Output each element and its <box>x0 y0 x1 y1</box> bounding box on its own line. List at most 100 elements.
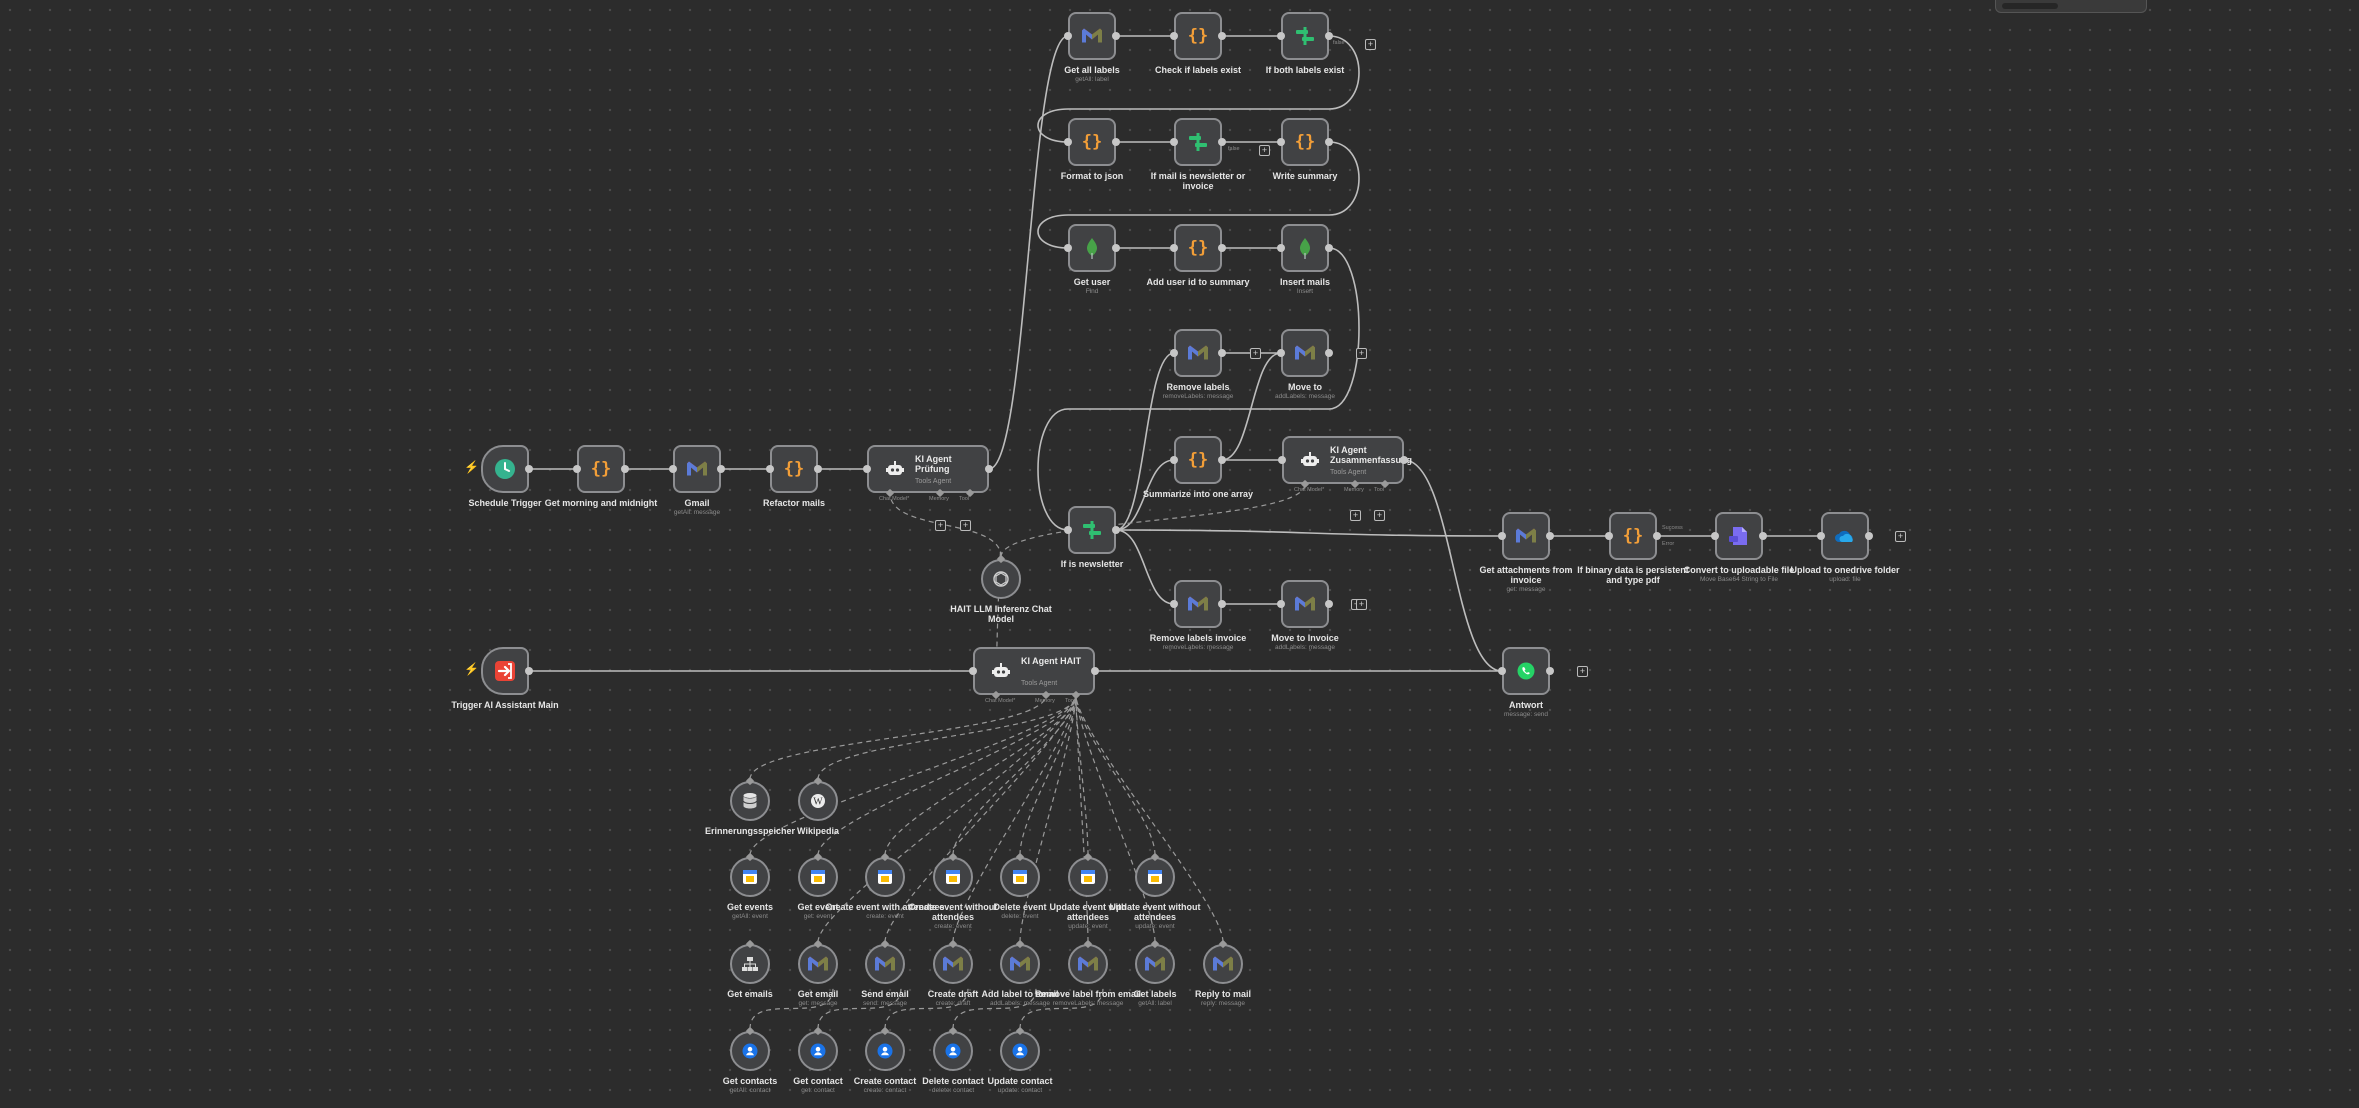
input-port[interactable] <box>1277 600 1285 608</box>
node-wikipedia[interactable]: W <box>798 781 838 821</box>
input-port[interactable] <box>766 465 774 473</box>
output-port[interactable] <box>1653 532 1661 540</box>
node-create-event-with[interactable] <box>865 857 905 897</box>
input-port[interactable] <box>1064 138 1072 146</box>
input-port[interactable] <box>1170 600 1178 608</box>
ai-connection-edge[interactable] <box>1019 987 1104 1030</box>
ai-connection-edge[interactable] <box>952 694 1077 943</box>
node-if-both-labels[interactable] <box>1281 12 1329 60</box>
output-port[interactable] <box>1546 667 1554 675</box>
connection-edge[interactable] <box>988 35 1069 470</box>
node-gmail[interactable] <box>673 445 721 493</box>
node-refactor[interactable]: {} <box>770 445 818 493</box>
ai-connection-edge[interactable] <box>817 694 1077 943</box>
input-port[interactable] <box>1277 138 1285 146</box>
connection-edge[interactable] <box>1115 529 1503 537</box>
node-format-json[interactable]: {} <box>1068 118 1116 166</box>
ai-connection-edge[interactable] <box>1075 694 1224 943</box>
input-port[interactable] <box>1064 526 1072 534</box>
ai-connection-edge[interactable] <box>1075 694 1089 856</box>
node-get-email[interactable] <box>798 944 838 984</box>
connection-edge[interactable] <box>1037 247 1360 531</box>
add-node-button[interactable]: + <box>1250 348 1261 359</box>
output-port[interactable] <box>1325 600 1333 608</box>
output-port[interactable] <box>621 465 629 473</box>
output-port[interactable] <box>1112 244 1120 252</box>
input-port[interactable] <box>1064 244 1072 252</box>
input-port[interactable] <box>969 667 977 675</box>
ai-connection-edge[interactable] <box>1019 694 1077 856</box>
node-create-event-without[interactable] <box>933 857 973 897</box>
add-node-button[interactable]: + <box>1895 531 1906 542</box>
input-port[interactable] <box>1817 532 1825 540</box>
add-node-button[interactable]: + <box>1259 145 1270 156</box>
ai-connection-edge[interactable] <box>749 694 1077 856</box>
output-port[interactable] <box>1112 32 1120 40</box>
node-if-binary[interactable]: {} <box>1609 512 1657 560</box>
output-port[interactable] <box>1218 138 1226 146</box>
node-reply-mail[interactable] <box>1203 944 1243 984</box>
connection-edge[interactable] <box>1115 352 1175 531</box>
connection-edge[interactable] <box>1037 35 1360 143</box>
node-create-draft[interactable] <box>933 944 973 984</box>
node-if-newsletter-invoice[interactable] <box>1174 118 1222 166</box>
ai-connection-edge[interactable] <box>884 694 1077 943</box>
node-get-event[interactable] <box>798 857 838 897</box>
ai-connection-edge[interactable] <box>749 694 1047 780</box>
input-port[interactable] <box>669 465 677 473</box>
output-port[interactable] <box>1218 32 1226 40</box>
output-port[interactable] <box>1325 32 1333 40</box>
input-port[interactable] <box>1498 667 1506 675</box>
node-get-events[interactable] <box>730 857 770 897</box>
output-port[interactable] <box>1218 349 1226 357</box>
node-get-all-labels[interactable] <box>1068 12 1116 60</box>
input-port[interactable] <box>1170 32 1178 40</box>
input-port[interactable] <box>1278 456 1286 464</box>
output-port[interactable] <box>1759 532 1767 540</box>
add-node-button[interactable]: + <box>960 520 971 531</box>
node-remove-labels-invoice[interactable] <box>1174 580 1222 628</box>
output-port[interactable] <box>1865 532 1873 540</box>
ai-connection-edge[interactable] <box>1075 694 1089 943</box>
output-port[interactable] <box>1218 456 1226 464</box>
input-port[interactable] <box>1277 244 1285 252</box>
ai-connection-edge[interactable] <box>1019 694 1077 943</box>
node-llm-model[interactable] <box>981 559 1021 599</box>
input-port[interactable] <box>863 465 871 473</box>
node-add-user-id[interactable]: {} <box>1174 224 1222 272</box>
connection-edge[interactable] <box>1403 459 1503 672</box>
ai-connection-edge[interactable] <box>1000 483 1306 558</box>
minimap-viewport[interactable] <box>2002 3 2058 9</box>
input-port[interactable] <box>1498 532 1506 540</box>
node-convert-file[interactable] <box>1715 512 1763 560</box>
node-trigger-main[interactable] <box>481 647 529 695</box>
node-check-labels[interactable]: {} <box>1174 12 1222 60</box>
ai-connection-edge[interactable] <box>952 987 1037 1030</box>
node-write-summary[interactable]: {} <box>1281 118 1329 166</box>
canvas-minimap[interactable] <box>1995 0 2147 13</box>
node-insert-mails[interactable] <box>1281 224 1329 272</box>
ai-connection-edge[interactable] <box>1075 694 1156 856</box>
input-port[interactable] <box>1711 532 1719 540</box>
ai-connection-edge[interactable] <box>817 694 1077 856</box>
input-port[interactable] <box>1170 138 1178 146</box>
add-node-button[interactable]: + <box>1356 599 1367 610</box>
node-add-label-email[interactable] <box>1000 944 1040 984</box>
node-move-to-invoice[interactable] <box>1281 580 1329 628</box>
connection-edge[interactable] <box>1115 459 1175 531</box>
node-delete-contact[interactable] <box>933 1031 973 1071</box>
ai-connection-edge[interactable] <box>889 492 1002 558</box>
input-port[interactable] <box>573 465 581 473</box>
input-port[interactable] <box>1605 532 1613 540</box>
node-remove-label-email[interactable] <box>1068 944 1108 984</box>
input-port[interactable] <box>1064 32 1072 40</box>
ai-connection-edge[interactable] <box>884 987 969 1030</box>
input-port[interactable] <box>1277 349 1285 357</box>
node-update-contact[interactable] <box>1000 1031 1040 1071</box>
connection-edge[interactable] <box>1115 529 1175 605</box>
node-get-contacts[interactable] <box>730 1031 770 1071</box>
add-node-button[interactable]: + <box>1356 348 1367 359</box>
